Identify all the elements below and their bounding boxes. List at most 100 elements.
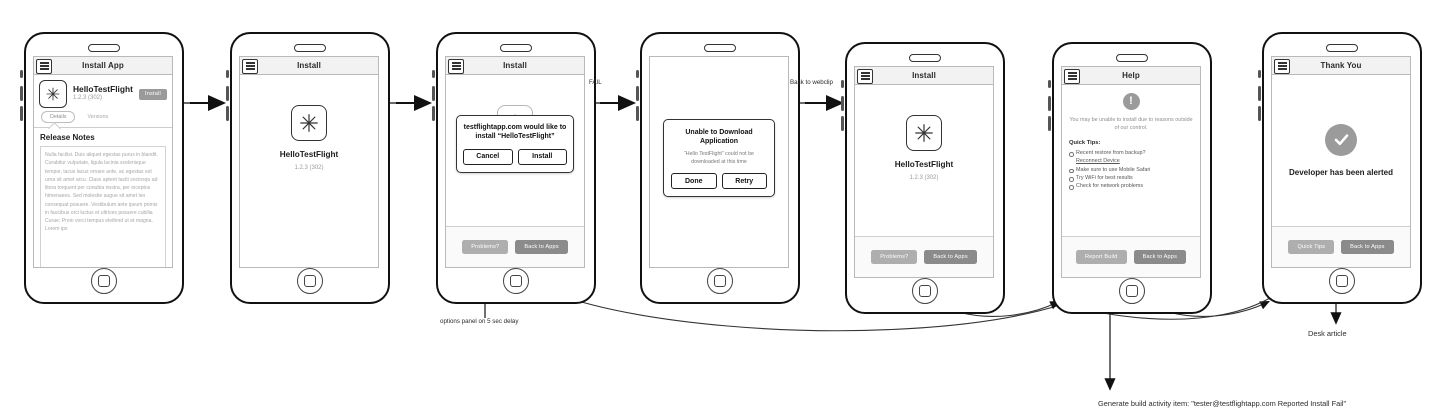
retry-button[interactable]: Retry	[721, 173, 767, 190]
release-notes-box: Nulla facilisi. Duis aliquet egestas pur…	[40, 146, 166, 267]
phone-install-app: Install App HelloTestFlight 1.2.3 (302) …	[20, 32, 184, 304]
navbar: Help	[1062, 67, 1200, 85]
volume-up-button[interactable]	[20, 86, 23, 101]
problems-button[interactable]: Problems?	[462, 240, 509, 254]
snowflake-app-icon	[39, 80, 67, 108]
mute-switch[interactable]	[226, 70, 229, 78]
home-button[interactable]	[91, 268, 117, 294]
problems-button[interactable]: Problems?	[871, 250, 918, 264]
volume-up-button[interactable]	[636, 86, 639, 101]
snowflake-app-icon	[906, 115, 942, 152]
hamburger-icon[interactable]	[448, 58, 464, 74]
install-confirm-dialog: testflightapp.com would like to install …	[456, 115, 574, 173]
app-version: 1.2.3 (302)	[73, 95, 103, 102]
action-bar: Report Build Back to Apps	[1062, 236, 1200, 277]
install-button[interactable]: Install	[517, 148, 567, 165]
cancel-button[interactable]: Cancel	[463, 148, 513, 165]
hamburger-icon[interactable]	[242, 58, 258, 74]
phone-help: Help ! You may be unable to install due …	[1048, 42, 1212, 314]
phone-download-failed: Unable to Download Application “Hello Te…	[636, 32, 800, 304]
action-bar: Problems? Back to Apps	[446, 226, 584, 267]
volume-down-button[interactable]	[20, 106, 23, 121]
app-hero: HelloTestFlight 1.2.3 (302)	[240, 75, 378, 203]
hamburger-icon[interactable]	[36, 58, 52, 74]
report-build-button[interactable]: Report Build	[1075, 250, 1127, 264]
volume-down-button[interactable]	[841, 116, 844, 131]
mute-switch[interactable]	[432, 70, 435, 78]
app-meta: HelloTestFlight 1.2.3 (302)	[73, 83, 133, 103]
volume-down-button[interactable]	[636, 106, 639, 121]
home-button[interactable]	[912, 278, 938, 304]
detail-tabs: Details Versions	[34, 111, 172, 127]
mute-switch[interactable]	[636, 70, 639, 78]
download-failed-dialog: Unable to Download Application “Hello Te…	[663, 119, 775, 198]
earpiece-speaker	[704, 44, 736, 52]
hamburger-icon[interactable]	[1274, 58, 1290, 74]
volume-down-button[interactable]	[432, 106, 435, 121]
home-button[interactable]	[503, 268, 529, 294]
volume-down-button[interactable]	[226, 106, 229, 121]
snowflake-app-icon	[291, 105, 327, 142]
earpiece-speaker	[88, 44, 120, 52]
install-button[interactable]: Install	[138, 88, 167, 100]
quick-tips-title: Quick Tips:	[1069, 139, 1101, 146]
quick-tips-button[interactable]: Quick Tips	[1288, 240, 1335, 254]
dialog-buttons: Done Retry	[671, 173, 767, 190]
dialog-subtitle: “Hello TestFlight” could not be download…	[684, 150, 754, 165]
tab-versions[interactable]: Versions	[87, 114, 109, 120]
screen-download-failed: Unable to Download Application “Hello Te…	[649, 56, 789, 268]
mute-switch[interactable]	[1258, 70, 1261, 78]
back-to-apps-button[interactable]: Back to Apps	[924, 250, 977, 264]
volume-up-button[interactable]	[841, 96, 844, 111]
mute-switch[interactable]	[1048, 80, 1051, 88]
help-lead-text: You may be unable to install due to reas…	[1069, 117, 1193, 132]
app-version: 1.2.3 (302)	[294, 164, 324, 171]
nav-title: Install	[297, 61, 321, 70]
navbar: Install	[240, 57, 378, 75]
home-button[interactable]	[1329, 268, 1355, 294]
phone-install-loading: Install HelloTestFlight 1.2.3 (302)	[226, 32, 390, 304]
volume-down-button[interactable]	[1048, 116, 1051, 131]
volume-up-button[interactable]	[1048, 96, 1051, 111]
list-item: Try WiFi for best results	[1069, 174, 1193, 183]
check-circle-icon	[1325, 123, 1357, 156]
navbar: Thank You	[1272, 57, 1410, 75]
app-hero: HelloTestFlight 1.2.3 (302)	[855, 85, 993, 213]
hamburger-icon[interactable]	[857, 68, 873, 84]
thank-you-message: Developer has been alerted	[1288, 167, 1394, 177]
volume-up-button[interactable]	[432, 86, 435, 101]
done-button[interactable]: Done	[671, 173, 717, 190]
home-button[interactable]	[297, 268, 323, 294]
app-name: HelloTestFlight	[73, 83, 133, 94]
list-item: Recent restore from backup? Reconnect De…	[1069, 149, 1193, 166]
section-divider	[34, 122, 172, 135]
mute-switch[interactable]	[841, 80, 844, 88]
mute-switch[interactable]	[20, 70, 23, 78]
app-name: HelloTestFlight	[894, 160, 954, 170]
screen-thank-you: Thank You Developer has been alerted Qui…	[1271, 56, 1411, 268]
earpiece-speaker	[1326, 44, 1358, 52]
list-item: Check for network problems	[1069, 182, 1193, 191]
home-button[interactable]	[707, 268, 733, 294]
screen-install-app: Install App HelloTestFlight 1.2.3 (302) …	[33, 56, 173, 268]
earpiece-speaker	[1116, 54, 1148, 62]
nav-title: Install	[503, 61, 527, 70]
reconnect-device-link[interactable]: Reconnect Device	[1076, 158, 1120, 165]
navbar: Install	[446, 57, 584, 75]
back-to-apps-button[interactable]: Back to Apps	[1341, 240, 1394, 254]
back-to-apps-button[interactable]: Back to Apps	[1133, 250, 1187, 264]
action-bar: Quick Tips Back to Apps	[1272, 226, 1410, 267]
app-name: HelloTestFlight	[279, 150, 339, 160]
home-button[interactable]	[1119, 278, 1145, 304]
volume-up-button[interactable]	[1258, 86, 1261, 101]
earpiece-speaker	[500, 44, 532, 52]
exclamation-circle-icon: !	[1122, 93, 1140, 110]
back-to-apps-button[interactable]: Back to Apps	[515, 240, 568, 254]
nav-title: Install	[912, 71, 936, 80]
volume-down-button[interactable]	[1258, 106, 1261, 121]
hamburger-icon[interactable]	[1064, 68, 1080, 84]
tab-details[interactable]: Details	[41, 111, 76, 123]
annotation-fail: FAIL	[589, 79, 602, 86]
volume-up-button[interactable]	[226, 86, 229, 101]
annotation-back-to-webclip: Back to webclip	[790, 79, 833, 86]
